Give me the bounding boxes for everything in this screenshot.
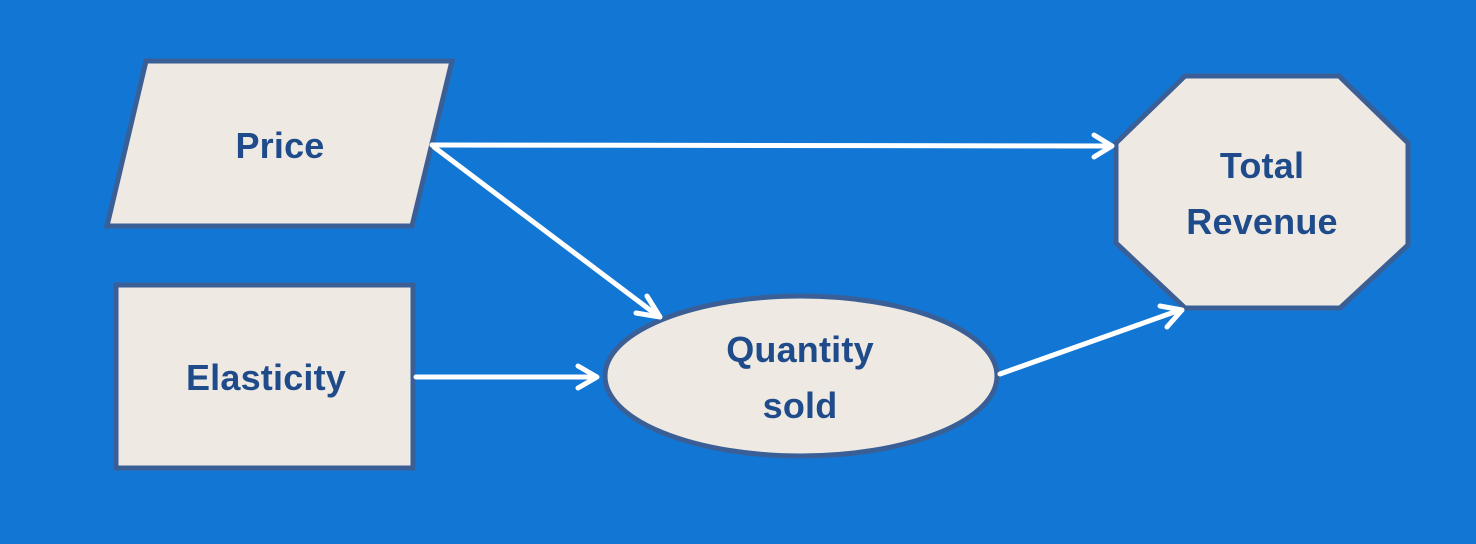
total-revenue-node-label: Total Revenue xyxy=(1116,138,1408,250)
edge-quantity-sold-to-total-revenue xyxy=(997,303,1185,377)
elasticity-label-text: Elasticity xyxy=(185,357,347,398)
arrowhead-icon xyxy=(575,363,600,391)
edge-elasticity-to-quantity-sold xyxy=(413,363,600,391)
price-node-shape xyxy=(103,58,456,229)
quantity-sold-node-label: Quantity sold xyxy=(650,322,950,434)
price-label-text: Price xyxy=(235,125,325,166)
elasticity-node-shape xyxy=(113,282,416,471)
total-revenue-label-line1: Total xyxy=(1219,145,1305,186)
arrowhead-icon xyxy=(1091,132,1115,160)
quantity-sold-label-line2: sold xyxy=(762,385,838,426)
edge-price-to-total-revenue xyxy=(429,132,1115,160)
total-revenue-label-line2: Revenue xyxy=(1186,201,1338,242)
arrowhead-icon xyxy=(633,293,663,320)
quantity-sold-label-line1: Quantity xyxy=(726,329,874,370)
elasticity-node-label: Elasticity xyxy=(116,350,416,406)
quantity-sold-node-shape xyxy=(602,293,1000,459)
edge-price-to-quantity-sold xyxy=(431,144,663,320)
price-node-label: Price xyxy=(180,118,380,174)
arrowhead-icon xyxy=(1157,303,1185,330)
total-revenue-node-shape xyxy=(1113,73,1411,311)
